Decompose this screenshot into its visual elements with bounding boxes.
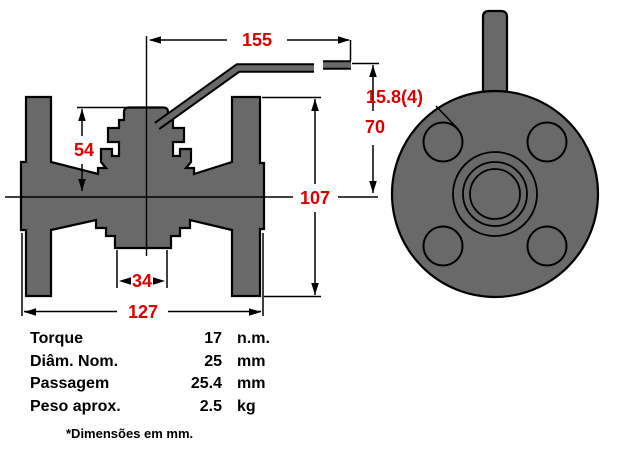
spec-label: Torque: [30, 330, 84, 348]
dim-34-line: [116, 250, 168, 288]
dimension-arrowheads: [24, 36, 377, 316]
spec-label: Diâm. Nom.: [30, 352, 119, 370]
spec-value: 25: [204, 352, 222, 370]
dim-34-label: 34: [132, 271, 152, 291]
dim-107-line: [262, 96, 321, 298]
dim-155-label: 155: [242, 30, 272, 50]
dimension-lines: [21, 39, 459, 316]
dim-54-label: 54: [74, 140, 94, 160]
bolt-hole-bottom-right: [526, 225, 568, 267]
dim-127-line: [21, 233, 264, 316]
valve-side-view: [5, 36, 378, 298]
bolt-hole-bottom-left: [422, 225, 464, 267]
bolt-hole-leader-line: [435, 105, 459, 130]
table-row-nominal-diameter: Diâm. Nom. 25 mm: [30, 351, 282, 374]
table-row-torque: Torque 17 n.m.: [30, 328, 282, 351]
spec-value: 17: [204, 330, 222, 348]
flange-disc: [390, 89, 600, 299]
valve-handle: [154, 60, 351, 130]
dim-bolt-holes-label: 15.8(4): [366, 87, 423, 107]
table-row-weight: Peso aprox. 2.5 kg: [30, 396, 282, 419]
bolt-hole-top-right: [526, 121, 568, 163]
dim-107-label: 107: [300, 188, 330, 208]
bore-ring-outer: [452, 151, 538, 237]
dim-70-label: 70: [365, 117, 385, 137]
spec-label: Peso aprox.: [30, 398, 121, 416]
bolt-hole-top-left: [422, 121, 464, 163]
spec-value: 2.5: [199, 398, 222, 416]
table-row-bore: Passagem 25.4 mm: [30, 373, 282, 396]
spec-value: 25.4: [190, 375, 222, 393]
spec-unit: kg: [237, 398, 256, 416]
spec-label: Passagem: [30, 375, 110, 393]
stem-front: [481, 9, 509, 97]
spec-table: Torque 17 n.m. Diâm. Nom. 25 mm Passagem…: [30, 328, 282, 418]
spec-unit: n.m.: [237, 330, 270, 348]
bore-ring-inner: [469, 168, 521, 220]
spec-unit: mm: [237, 375, 266, 393]
valve-front-view: [390, 9, 600, 299]
dimensions-footnote: *Dimensões em mm.: [66, 426, 194, 441]
dim-127-label: 127: [128, 302, 158, 322]
spec-unit: mm: [237, 352, 266, 370]
bore-ring-middle: [462, 161, 528, 227]
